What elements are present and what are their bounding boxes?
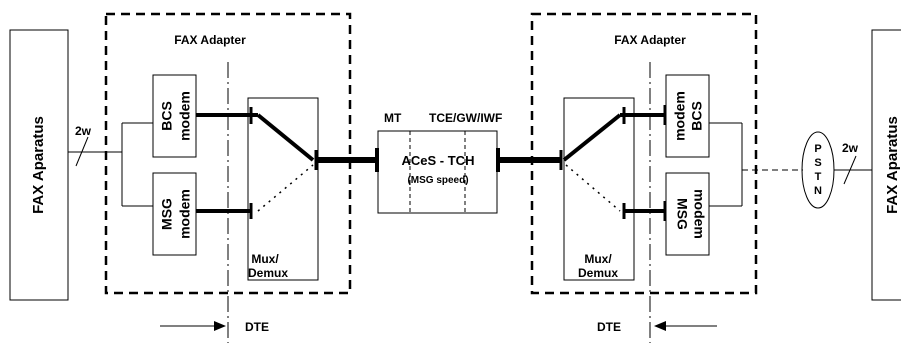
right-dte-arrowhead (654, 321, 666, 331)
right-bcs-modem-label: modem (672, 91, 688, 141)
left-dte-label: DTE (245, 320, 269, 334)
left-bcs-modem-label: BCS (159, 101, 175, 131)
aces-tch-label: ACeS - TCH (402, 153, 475, 168)
left-msg-modem-box (152, 172, 197, 256)
left-mux-label-1: Mux/ (251, 252, 279, 266)
right-switch-dotted (565, 164, 621, 212)
right-msg-modem-label: MSG (674, 198, 690, 230)
left-mux-label-2: Demux (248, 266, 288, 280)
pstn-letter-n: N (814, 185, 822, 197)
right-fax-adapter-title: FAX Adapter (614, 33, 686, 47)
left-fax-adapter-box (104, 12, 352, 295)
right-2w-label: 2w (842, 141, 859, 155)
pstn-letter-p: P (814, 143, 821, 155)
left-switch-dotted (257, 164, 314, 212)
left-bcs-modem-sublabel: modem (177, 91, 193, 141)
left-2w-tick (75, 136, 89, 167)
right-mux-label-1: Mux/ (584, 252, 612, 266)
right-dte-label: DTE (597, 320, 621, 334)
left-fax-apparatus-box (9, 29, 69, 301)
right-bcs-modem-box (665, 74, 710, 158)
mt-label: MT (384, 111, 402, 125)
left-2w-label: 2w (75, 124, 92, 138)
pstn-letter-s: S (814, 157, 821, 169)
right-mux-box (563, 97, 635, 281)
right-mux-label-2: Demux (578, 266, 618, 280)
left-msg-modem-sublabel: modem (177, 189, 193, 239)
left-fax-adapter-title: FAX Adapter (174, 33, 246, 47)
aces-tch-box (377, 130, 498, 214)
right-2w-tick (843, 155, 857, 185)
left-mux-box (247, 97, 319, 281)
right-msg-modem-sublabel: modem (691, 189, 707, 239)
msg-speed-label: (MSG speed) (407, 175, 468, 186)
left-dte-arrowhead (214, 321, 226, 331)
tce-label: TCE/GW/IWF (429, 111, 502, 125)
right-fax-apparatus-label: FAX Aparatus (884, 116, 901, 214)
right-switch-arm (562, 113, 622, 162)
right-side: FAX Adapter Mux/ Demux modem BCS MSG mod… (498, 12, 901, 343)
pstn-letter-t: T (815, 171, 822, 183)
left-switch-arm (256, 113, 315, 162)
left-fax-apparatus-label: FAX Aparatus (30, 116, 47, 214)
right-fax-adapter-box (530, 12, 758, 295)
left-side: FAX Aparatus 2w FAX Adapter BCS modem MS… (9, 12, 376, 343)
left-msg-modem-label: MSG (159, 198, 175, 230)
right-fax-apparatus-box (871, 29, 901, 301)
right-msg-modem-box (665, 172, 710, 256)
right-bcs-modem-sublabel: BCS (689, 101, 705, 131)
center-section: MT TCE/GW/IWF ACeS - TCH (MSG speed) (375, 111, 502, 214)
